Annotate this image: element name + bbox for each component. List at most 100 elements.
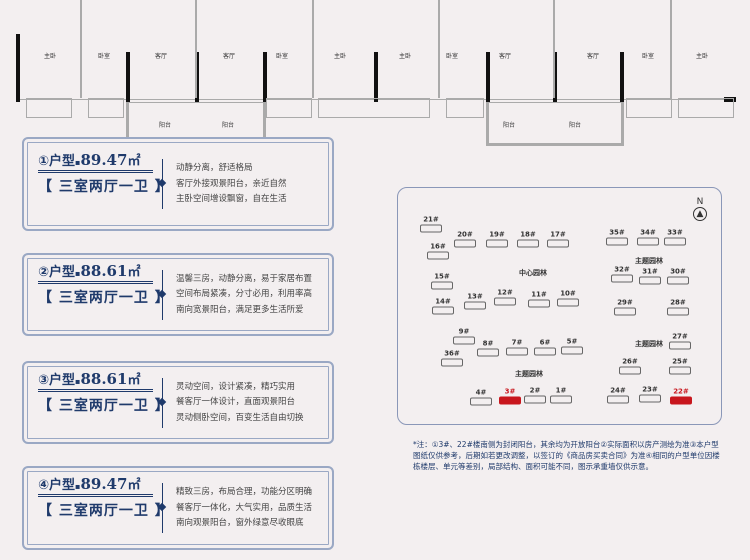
- unit-card: ②户型▪88.61㎡ 【 三室两厅一卫 】 温馨三房，动静分离，易于家居布置 空…: [22, 253, 334, 336]
- desc-line: 温馨三房，动静分离，易于家居布置: [176, 273, 313, 284]
- building-footprint: [427, 251, 449, 260]
- building-32: 32#: [611, 266, 633, 283]
- building-footprint: [534, 347, 556, 356]
- building-footprint: [517, 239, 539, 248]
- unit-label: 户型: [49, 372, 76, 388]
- building-footprint: [637, 237, 659, 246]
- building-22: 22#: [670, 388, 692, 405]
- unit-title: ④户型▪89.47㎡ 【 三室两厅一卫 】: [38, 475, 170, 519]
- building-23: 23#: [639, 386, 661, 403]
- building-footprint: [486, 239, 508, 248]
- building-label: 11#: [531, 290, 547, 299]
- building-label: 25#: [672, 357, 688, 366]
- building-footprint: [528, 299, 550, 308]
- desc-line: 餐客厅一体设计，直面观景阳台: [176, 396, 296, 407]
- room-label: 客厅: [222, 53, 236, 60]
- building-label: 3#: [504, 387, 516, 396]
- building-label: 30#: [670, 267, 686, 276]
- unit-description: 动静分离，舒适格局 客厅外接观景阳台，亲近自然 主卧空间增设飘窗，自在生活: [176, 161, 287, 208]
- building-label: 24#: [610, 386, 626, 395]
- unit-area: 89.47: [80, 151, 128, 169]
- building-footprint: [454, 239, 476, 248]
- divider: [162, 483, 163, 533]
- building-footprint: [561, 346, 583, 355]
- unit-title: ③户型▪88.61㎡ 【 三室两厅一卫 】: [38, 369, 170, 414]
- unit-area: 89.47: [80, 475, 128, 493]
- building-label: 12#: [497, 288, 513, 297]
- building-21: 21#: [420, 216, 442, 233]
- building-footprint: [670, 396, 692, 405]
- unit-description: 灵动空间，设计紧凑，精巧实用 餐客厅一体设计，直面观景阳台 灵动侧卧空间，百变生…: [176, 379, 304, 426]
- room-label: 卧室: [641, 53, 655, 60]
- divider: [162, 377, 163, 428]
- room-label: 卧室: [97, 53, 111, 60]
- room-label: 卧室: [445, 53, 459, 60]
- room-label: 客厅: [586, 53, 600, 60]
- building-label: 29#: [617, 298, 633, 307]
- building-label: 23#: [642, 385, 658, 394]
- building-footprint: [669, 366, 691, 375]
- desc-line: 主卧空间增设飘窗，自在生活: [176, 193, 287, 204]
- building-footprint: [453, 336, 475, 345]
- compass-icon: ▲: [693, 207, 707, 221]
- unit-card: ①户型▪89.47㎡ 【 三室两厅一卫 】 动静分离，舒适格局 客厅外接观景阳台…: [22, 137, 334, 231]
- building-label: 34#: [640, 228, 656, 237]
- building-label: 8#: [482, 339, 494, 348]
- building-footprint: [611, 274, 633, 283]
- unit-area: 88.61: [80, 369, 128, 388]
- building-footprint: [441, 358, 463, 367]
- building-35: 35#: [606, 229, 628, 246]
- building-27: 27#: [669, 333, 691, 350]
- building-4: 4#: [470, 389, 492, 406]
- desc-line: 客厅外接观景阳台，亲近自然: [176, 178, 287, 189]
- desc-line: 南向观景阳台，窗外绿意尽收眼底: [176, 517, 304, 528]
- building-footprint: [550, 395, 572, 404]
- building-label: 7#: [511, 338, 523, 347]
- building-3: 3#: [499, 388, 521, 405]
- unit-rooms: 【 三室两厅一卫 】: [38, 179, 170, 195]
- unit-description: 温馨三房，动静分离，易于家居布置 空间布局紧凑，分寸必用，利用率高 南向宽景阳台…: [176, 271, 312, 318]
- building-36: 36#: [441, 350, 463, 367]
- building-label: 33#: [667, 228, 683, 237]
- building-footprint: [432, 306, 454, 315]
- unit-rooms: 【 三室两厅一卫 】: [38, 397, 170, 414]
- building-label: 31#: [642, 267, 658, 276]
- building-18: 18#: [517, 231, 539, 248]
- unit-area: 88.61: [80, 261, 128, 280]
- desc-line: 灵动空间，设计紧凑，精巧实用: [176, 381, 296, 392]
- building-footprint: [639, 276, 661, 285]
- unit-label: 户型: [49, 154, 76, 169]
- building-11: 11#: [528, 291, 550, 308]
- footnote: *注：①3#、22#楼南侧为封闭阳台，其余均为开放阳台②实际面积以房产测绘为准③…: [413, 440, 720, 471]
- room-label: 主卧: [43, 53, 57, 60]
- unit-title: ①户型▪89.47㎡ 【 三室两厅一卫 】: [38, 151, 170, 195]
- building-5: 5#: [561, 338, 583, 355]
- building-footprint: [477, 348, 499, 357]
- unit-card: ③户型▪88.61㎡ 【 三室两厅一卫 】 灵动空间，设计紧凑，精巧实用 餐客厅…: [22, 361, 334, 444]
- balcony-label: 阳台: [502, 122, 516, 129]
- building-label: 5#: [566, 337, 578, 346]
- building-10: 10#: [557, 290, 579, 307]
- garden-label: 中心园林: [519, 269, 547, 277]
- building-7: 7#: [506, 339, 528, 356]
- desc-line: 灵动侧卧空间，百变生活自由切换: [176, 412, 304, 423]
- building-9: 9#: [453, 328, 475, 345]
- building-label: 2#: [529, 386, 541, 395]
- room-label: 主卧: [695, 53, 709, 60]
- building-footprint: [557, 298, 579, 307]
- area-unit: ㎡: [127, 264, 141, 280]
- building-label: 6#: [539, 338, 551, 347]
- unit-rooms: 【 三室两厅一卫 】: [38, 503, 170, 519]
- building-footprint: [420, 224, 442, 233]
- building-footprint: [664, 237, 686, 246]
- building-label: 20#: [457, 230, 473, 239]
- building-label: 15#: [434, 272, 450, 281]
- desc-line: 动静分离，舒适格局: [176, 162, 253, 173]
- building-label: 28#: [670, 298, 686, 307]
- building-label: 13#: [467, 292, 483, 301]
- unit-label: 户型: [49, 478, 76, 493]
- desc-line: 南向宽景阳台，满足更多生活所爱: [176, 304, 304, 315]
- divider: [162, 269, 163, 320]
- building-footprint: [499, 396, 521, 405]
- unit-rooms: 【 三室两厅一卫 】: [38, 289, 170, 306]
